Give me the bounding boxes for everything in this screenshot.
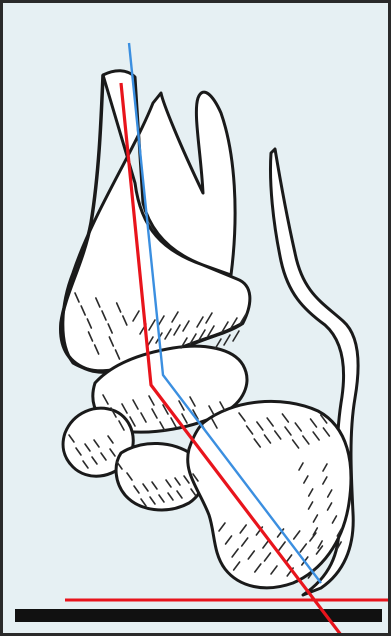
ankle-diagram (3, 3, 391, 636)
